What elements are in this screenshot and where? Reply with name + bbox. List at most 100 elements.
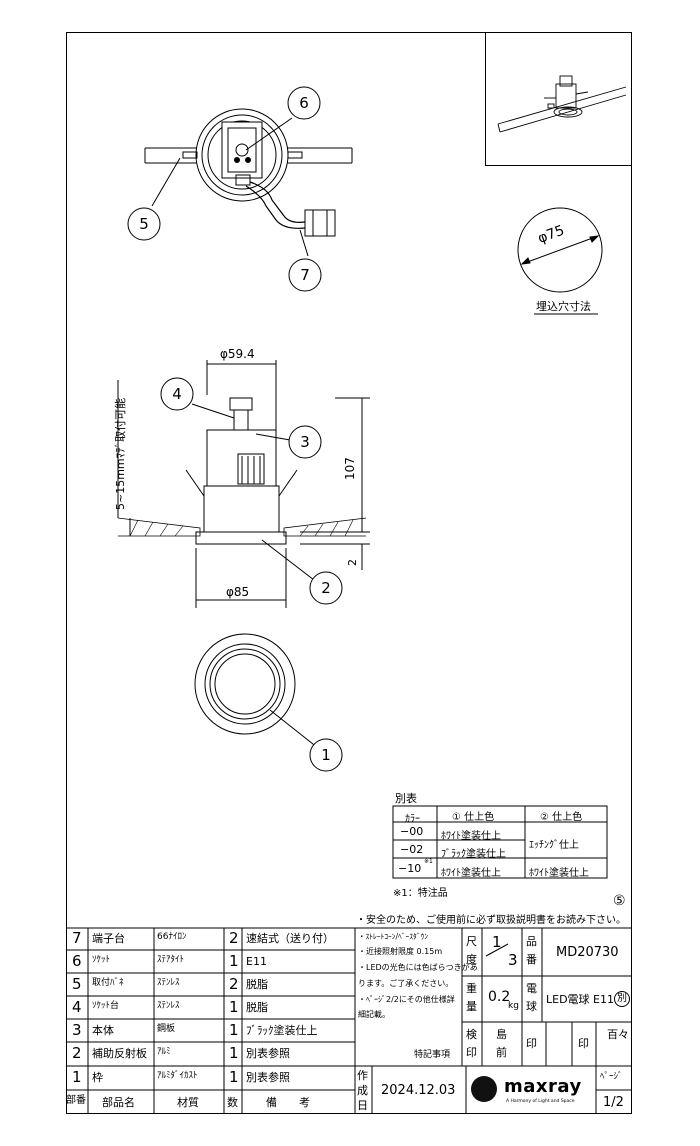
part-3-no: 3	[72, 1021, 82, 1039]
part-2-material: ｱﾙﾐ	[157, 1047, 171, 1057]
top-view	[144, 108, 353, 257]
balloon-7-label: 7	[300, 266, 310, 284]
weight-label: 重量	[466, 982, 477, 1013]
lamp-label: 電球	[526, 982, 537, 1013]
parts-header-qty: 数	[227, 1096, 238, 1109]
color-header-1: ① 仕上色	[452, 812, 495, 823]
note-line-3: ・LEDの光色には色ばらつきがあ	[358, 963, 478, 972]
part-6-remark: E11	[246, 955, 267, 968]
part-3-qty: 1	[229, 1021, 239, 1039]
maxray-logo-text: maxray	[504, 1076, 582, 1097]
balloon-6-label: 6	[299, 94, 309, 112]
page-number: 1/2	[603, 1095, 624, 1110]
part-7-material: 66ﾅｲﾛﾝ	[157, 932, 187, 942]
part-7-no: 7	[72, 929, 82, 947]
perspective-illustration	[497, 75, 627, 133]
thickness-dim: 2	[346, 559, 359, 566]
part-6-material: ｽﾃｱﾀｲﾄ	[157, 955, 185, 965]
page-label: ﾍﾟｰｼﾞ	[600, 1072, 623, 1082]
scale-label: 尺度	[466, 935, 477, 966]
side-view	[117, 360, 370, 608]
parts-header-name: 部品名	[102, 1096, 135, 1109]
created-date: 2024.12.03	[381, 1083, 456, 1098]
part-4-remark: 脱脂	[246, 1001, 268, 1014]
part-6-name: ｿｹｯﾄ	[92, 955, 111, 965]
part-4-no: 4	[72, 998, 82, 1016]
part-2-qty: 1	[229, 1044, 239, 1062]
part-6-no: 6	[72, 952, 82, 970]
balloon-2-label: 2	[321, 579, 331, 597]
balloon-4-label: 4	[172, 385, 182, 403]
part-7-remark: 速結式（送り付）	[246, 932, 334, 945]
cutout-label: 埋込穴寸法	[536, 299, 591, 313]
part-1-material: ｱﾙﾐﾀﾞｲｶｽﾄ	[157, 1071, 198, 1081]
part-5-remark: 脱脂	[246, 978, 268, 991]
stamp-2: 印	[578, 1037, 589, 1050]
color-merged-c2: ｴｯﾁﾝｸﾞ仕上	[529, 840, 579, 851]
part-4-material: ｽﾃﾝﾚｽ	[157, 1001, 180, 1011]
parts-header-remark: 備 考	[266, 1096, 310, 1109]
scale-num: 1	[492, 933, 502, 951]
part-1-no: 1	[72, 1068, 82, 1086]
partno-label: 品番	[526, 935, 537, 966]
top-width-dim: φ59.4	[220, 347, 255, 361]
note-line-1: ・ｽﾄﾚｰﾄｺｰﾝ/ﾍﾞｰｽﾀﾞｳﾝ	[358, 932, 429, 941]
part-4-qty: 1	[229, 998, 239, 1016]
balloon-2	[309, 571, 343, 605]
sheet-mark: ⑤	[613, 893, 626, 909]
part-2-remark: 別表参照	[246, 1047, 290, 1060]
part-1-remark: 別表参照	[246, 1071, 290, 1084]
balloon-1-label: 1	[321, 746, 331, 764]
color-table-lines	[392, 805, 608, 879]
lamp-value: LED電球 E11	[546, 993, 614, 1006]
part-4-name: ｿｹｯﾄ台	[92, 1001, 120, 1011]
color-code-00: −00	[400, 825, 424, 838]
checker-name: 島前	[496, 1028, 507, 1059]
bottom-table-lines	[66, 927, 632, 1114]
drawing-frame	[66, 32, 632, 1114]
balloon-5	[127, 207, 161, 241]
part-1-name: 枠	[92, 1071, 103, 1084]
parts-header-no: 部番	[66, 1095, 86, 1106]
ceiling-range-dim: 5~15mmﾏﾃﾞ取付可能	[113, 398, 127, 510]
color-02-c1: ﾌﾞﾗｯｸ塗装仕上	[441, 849, 506, 860]
stamp-1: 印	[526, 1037, 537, 1050]
scale-den: 3	[508, 951, 518, 969]
note-line-4: ります。ご了承ください。	[358, 979, 454, 988]
balloon-3	[288, 425, 322, 459]
part-7-name: 端子台	[92, 932, 125, 945]
balloon-6	[287, 86, 321, 120]
color-footnote: ※1：特注品	[393, 888, 448, 899]
cutout-dim: φ75	[536, 223, 567, 247]
balloon-3-label: 3	[300, 433, 310, 451]
note-line-5: ・ﾍﾟｰｼﾞ2/2にその他仕様詳	[358, 995, 455, 1004]
part-5-qty: 2	[229, 975, 239, 993]
balloon-1	[309, 738, 343, 772]
part-5-material: ｽﾃﾝﾚｽ	[157, 978, 180, 988]
part-5-no: 5	[72, 975, 82, 993]
part-6-qty: 1	[229, 952, 239, 970]
color-00-c1: ﾎﾜｲﾄ塗装仕上	[441, 831, 501, 842]
page-no-name: 百々	[607, 1028, 629, 1041]
height-dim: 107	[343, 457, 357, 480]
weight-unit: kg	[508, 1001, 519, 1011]
part-5-name: 取付ﾊﾞﾈ	[92, 978, 124, 988]
part-2-name: 補助反射板	[92, 1047, 147, 1060]
part-7-qty: 2	[229, 929, 239, 947]
perspective-view-box	[485, 32, 632, 166]
color-code-02: −02	[400, 843, 424, 856]
part-3-name: 本体	[92, 1024, 114, 1037]
lamp-mark: 別	[614, 991, 630, 1007]
maxray-tagline: A Harmony of Light and Space	[506, 1099, 575, 1104]
color-table-title: 別表	[395, 792, 417, 805]
note-line-6: 細記載。	[358, 1010, 390, 1019]
notes-label: 特記事項	[414, 1050, 451, 1060]
bottom-width-dim: φ85	[226, 585, 249, 599]
maxray-logo-icon	[471, 1076, 497, 1102]
parts-header-material: 材質	[177, 1096, 199, 1109]
color-code-10-mark: ※1	[424, 858, 433, 865]
balloon-7	[288, 258, 322, 292]
color-header-2: ② 仕上色	[540, 812, 583, 823]
balloon-4	[160, 377, 194, 411]
